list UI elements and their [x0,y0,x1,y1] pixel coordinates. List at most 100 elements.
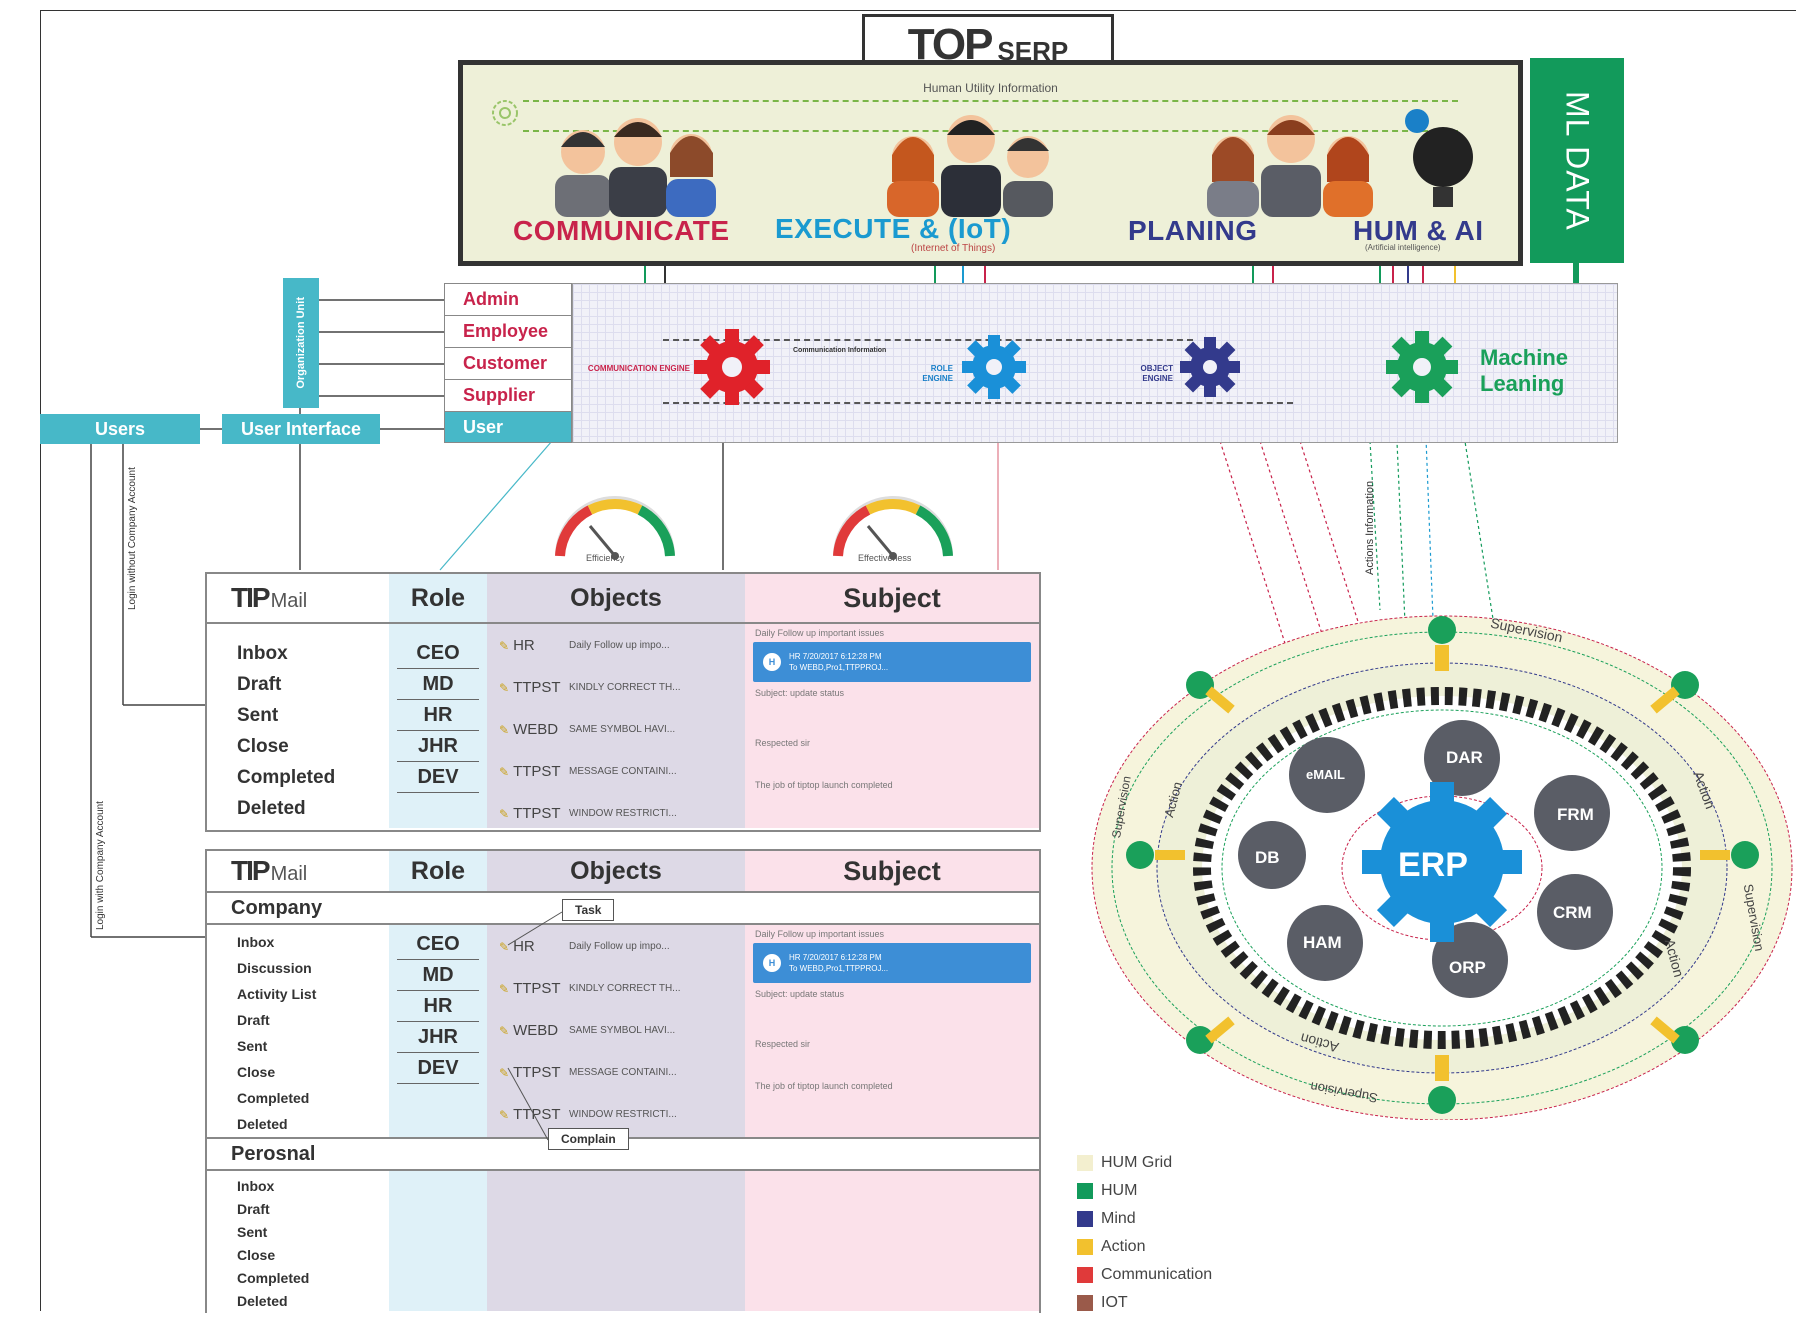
role-admin[interactable]: Admin [444,283,572,315]
erp-center-label: ERP [1398,846,1468,884]
company-section-label: Company [207,893,1039,925]
folder-completed[interactable]: Completed [237,1270,310,1286]
object-engine-label: OBJECT ENGINE [1140,364,1173,383]
role-header: Role [389,851,487,891]
folder-draft[interactable]: Draft [237,1012,270,1028]
object-subject: KINDLY CORRECT TH... [569,681,681,693]
person-icon: ✎ [499,722,510,737]
object-subject: KINDLY CORRECT TH... [569,982,681,994]
role-list: Admin Employee Customer Supplier User [444,283,572,443]
people-ring [1126,616,1759,1114]
role-customer[interactable]: Customer [444,347,572,379]
folder-deleted[interactable]: Deleted [237,1116,288,1132]
users-box[interactable]: Users [40,414,200,444]
folder-draft[interactable]: Draft [237,674,282,695]
gear-frm-label: FRM [1557,805,1594,824]
people-illustration [555,109,1473,217]
folder-sent[interactable]: Sent [237,705,279,726]
role-md[interactable]: MD [397,960,479,991]
comm-info-label: Communication Information [793,347,887,354]
subject-line: Daily Follow up important issues [755,628,885,638]
legend-item: Action [1077,1233,1212,1261]
gear-outline-icon [492,100,518,126]
personal-role-column [389,1171,487,1311]
complain-callout: Complain [548,1128,629,1150]
folder-deleted[interactable]: Deleted [237,798,306,819]
folder-sent[interactable]: Sent [237,1038,268,1054]
role-hr[interactable]: HR [397,991,479,1022]
gear-crm-label: CRM [1553,903,1592,922]
object-sender: TTPST [513,1063,561,1081]
logo-tp: TIP [231,582,271,613]
ai-sub-label: (Artificial intelligence) [1365,243,1441,252]
role-supplier[interactable]: Supplier [444,379,572,411]
folder-sent[interactable]: Sent [237,1224,268,1240]
folder-draft[interactable]: Draft [237,1201,270,1217]
folder-discussion[interactable]: Discussion [237,960,312,976]
tipmail-panel-personal: TIP Mail Role Objects Subject Inbox Draf… [205,572,1041,832]
role-hr[interactable]: HR [397,700,479,731]
role-jhr[interactable]: JHR [397,731,479,762]
folder-activity-list[interactable]: Activity List [237,986,317,1002]
effectiveness-label: Effectiveness [858,553,912,563]
folder-completed[interactable]: Completed [237,1090,310,1106]
object-subject: Daily Follow up impo... [569,940,670,952]
folder-close[interactable]: Close [237,1064,276,1080]
object-sender: TTPST [513,1105,561,1123]
communicate-label: COMMUNICATE [513,215,730,246]
role-dev[interactable]: DEV [397,762,479,793]
folder-completed[interactable]: Completed [237,767,336,788]
role-ceo[interactable]: CEO [397,638,479,669]
subject-line: Daily Follow up important issues [755,929,885,939]
planing-label: PLANING [1128,215,1258,246]
subject-status: Subject: update status [755,989,845,999]
user-interface-box[interactable]: User Interface [222,414,380,444]
role-dev[interactable]: DEV [397,1053,479,1084]
role-employee[interactable]: Employee [444,315,572,347]
object-sender: TTPST [513,762,561,780]
subject-line: Respected sir [755,1039,811,1049]
role-engine-gear-icon [962,335,1026,399]
role-md[interactable]: MD [397,669,479,700]
role-user[interactable]: User [444,411,572,443]
chip-line2: To WEBD,Pro1,TTPPROJ... [789,663,889,672]
object-subject: WINDOW RESTRICTI... [569,1108,677,1120]
person-icon: ✎ [499,1023,510,1038]
folder-inbox[interactable]: Inbox [237,934,275,950]
human-utility-panel: Human Utility Information COMMUNICATE EX… [458,60,1523,266]
gear-ham-label: HAM [1303,933,1342,952]
logo-mail: Mail [270,862,308,885]
legend-item: HUM Grid [1077,1149,1212,1177]
role-ceo[interactable]: CEO [397,929,479,960]
folder-inbox[interactable]: Inbox [237,643,288,664]
object-sender: WEBD [513,720,559,738]
folder-inbox[interactable]: Inbox [237,1178,275,1194]
person-icon: ✎ [499,806,510,821]
gear-dar-label: DAR [1446,748,1483,767]
diagram-frame [40,10,1796,1311]
organization-unit[interactable]: Organization Unit [283,278,319,408]
gear-orp-label: ORP [1449,958,1486,977]
folder-close[interactable]: Close [237,1247,276,1263]
subject-line: Respected sir [755,738,811,748]
folder-close[interactable]: Close [237,736,289,757]
subject-header: Subject [745,574,1039,622]
object-subject: MESSAGE CONTAINI... [569,765,677,777]
role-jhr[interactable]: JHR [397,1022,479,1053]
info-flow-line [523,100,1458,102]
folder-deleted[interactable]: Deleted [237,1293,288,1309]
avatar: H [763,653,781,671]
